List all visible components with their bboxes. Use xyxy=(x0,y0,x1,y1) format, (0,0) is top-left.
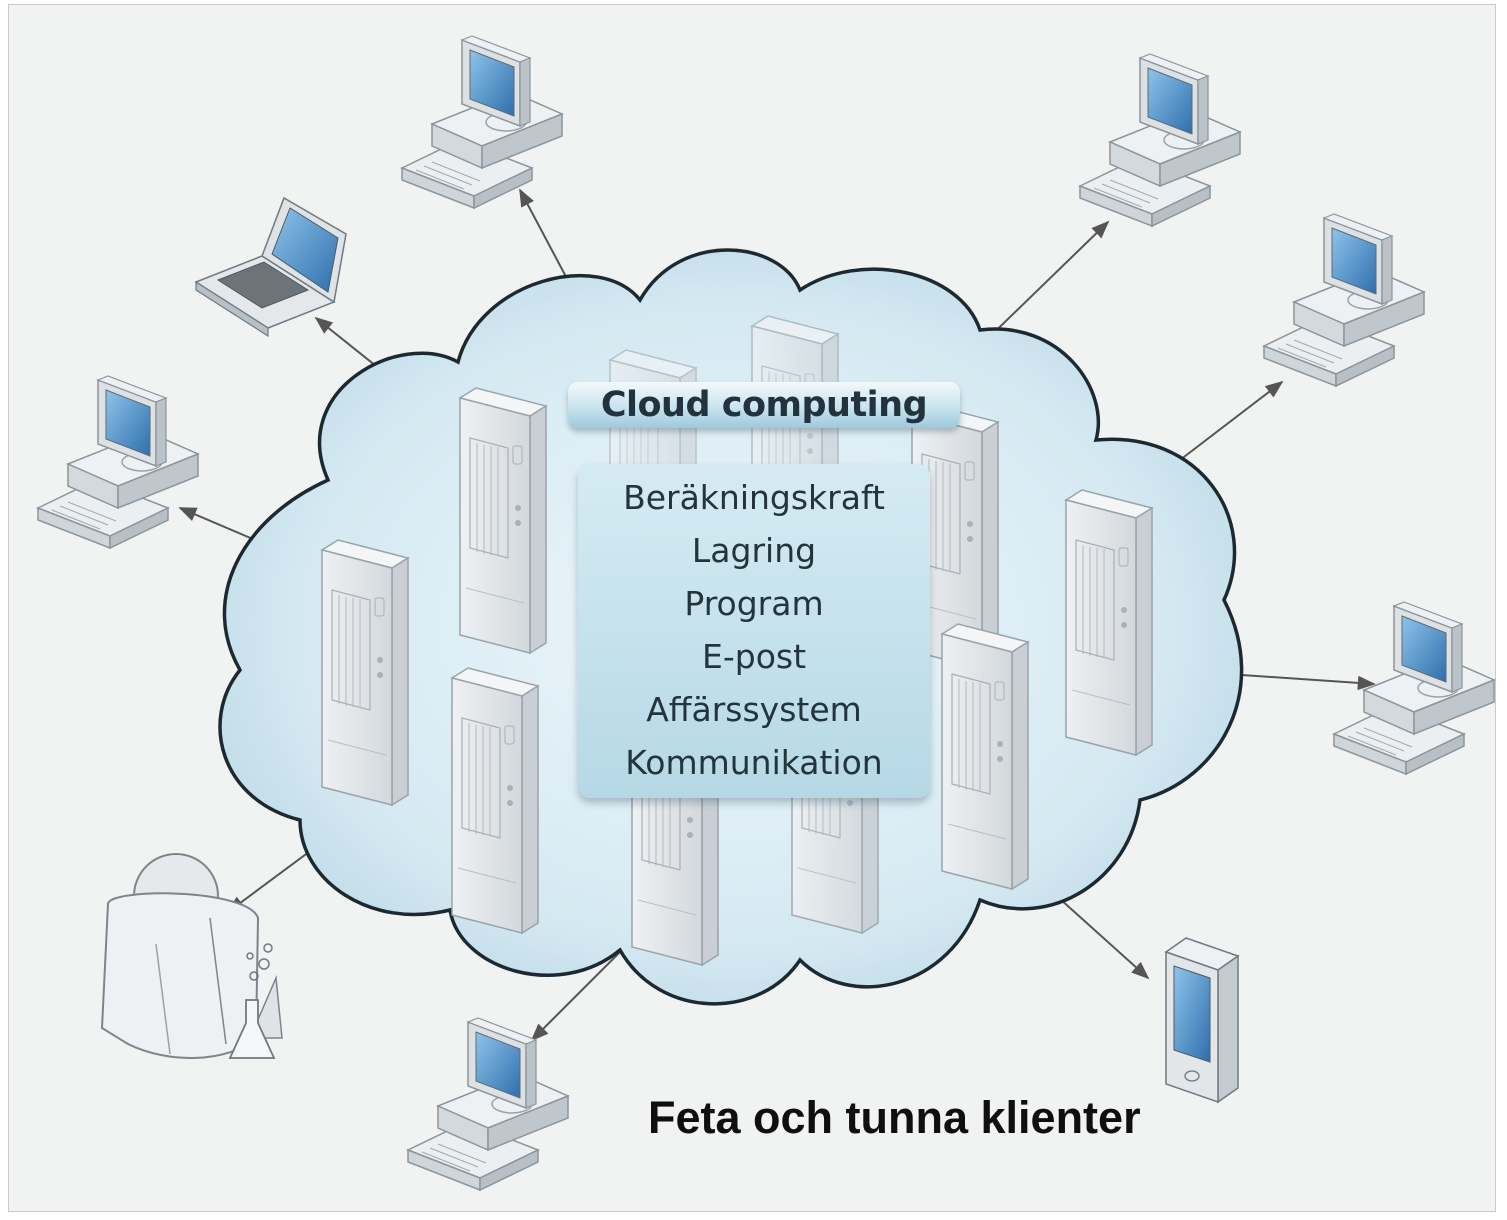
desktop-computer-icon xyxy=(37,375,199,549)
services-panel: Beräkningskraft Lagring Program E-post A… xyxy=(578,464,930,798)
phone-icon xyxy=(1164,937,1240,1104)
desktop-computer-icon xyxy=(1333,601,1495,775)
desktop-computer-icon xyxy=(1079,53,1241,227)
service-label: Lagring xyxy=(691,531,817,570)
service-label: Beräkningskraft xyxy=(623,478,885,517)
service-label: Kommunikation xyxy=(625,743,883,782)
desktop-computer-icon xyxy=(1263,213,1425,387)
cloud-computing-title: Cloud computing xyxy=(568,382,960,428)
scientist-icon xyxy=(100,853,283,1059)
service-label: Affärssystem xyxy=(646,690,862,729)
laptop-icon xyxy=(194,196,347,338)
service-label: E-post xyxy=(701,637,807,676)
diagram-caption: Feta och tunna klienter xyxy=(648,1092,1141,1143)
title-text: Cloud computing xyxy=(600,385,928,425)
desktop-computer-icon xyxy=(407,1017,569,1191)
desktop-computer-icon xyxy=(401,35,563,209)
service-label: Program xyxy=(684,584,824,623)
